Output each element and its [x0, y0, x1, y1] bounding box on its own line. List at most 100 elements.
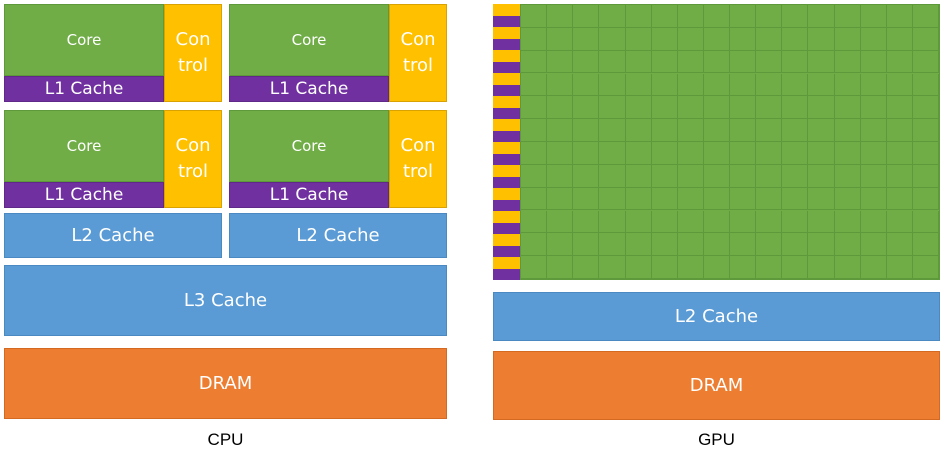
gpu-core-cell	[599, 256, 626, 279]
gpu-core-cell	[573, 187, 600, 211]
gpu-core-cell	[860, 5, 887, 28]
gpu-core-cell	[573, 5, 600, 28]
gpu-core-cell	[860, 73, 887, 97]
gpu-core-cell	[834, 164, 861, 188]
cpu-control-3: Con trol	[164, 110, 222, 208]
gpu-core-cell	[886, 187, 913, 211]
cpu-caption: CPU	[207, 430, 244, 449]
gpu-core-cell	[730, 142, 757, 165]
cpu-l3-cache: L3 Cache	[4, 265, 447, 336]
gpu-core-cell	[860, 256, 887, 279]
gpu-control-segment	[493, 257, 520, 269]
gpu-core-cell	[703, 50, 730, 74]
gpu-core-cell	[860, 187, 887, 211]
gpu-core-cell	[782, 210, 809, 234]
gpu-core-cell	[860, 210, 887, 234]
gpu-core-cell	[599, 233, 626, 257]
gpu-core-cell	[677, 233, 704, 257]
core-label: Core	[291, 137, 327, 155]
gpu-core-cell	[677, 256, 704, 279]
gpu-core-cell	[834, 119, 861, 142]
gpu-core-cell	[677, 210, 704, 234]
gpu-core-cell	[547, 27, 574, 51]
gpu-core-cell	[912, 119, 939, 142]
gpu-core-cell	[756, 233, 783, 257]
gpu-core-cell	[547, 73, 574, 97]
gpu-core-cell	[599, 5, 626, 28]
gpu-core-cell	[912, 5, 939, 28]
gpu-l1-cache-segment	[493, 130, 520, 142]
gpu-core-cell	[834, 73, 861, 97]
gpu-core-cell	[625, 233, 652, 257]
gpu-core-cell	[730, 73, 757, 97]
gpu-control-segment	[493, 73, 520, 85]
gpu-core-cell	[625, 187, 652, 211]
gpu-control-segment	[493, 165, 520, 177]
gpu-core-cell	[886, 96, 913, 120]
gpu-core-cell	[651, 5, 678, 28]
cpu-core-2: Core	[229, 4, 389, 76]
gpu-control-segment	[493, 188, 520, 200]
gpu-core-cell	[782, 50, 809, 74]
gpu-control-segment	[493, 211, 520, 223]
gpu-core-cell	[912, 233, 939, 257]
gpu-control-segment	[493, 50, 520, 62]
control-label: Con trol	[175, 29, 211, 76]
gpu-core-cell	[547, 187, 574, 211]
gpu-l1-cache-segment	[493, 153, 520, 165]
gpu-core-cell	[756, 210, 783, 234]
gpu-core-cell	[886, 164, 913, 188]
gpu-core-cell	[573, 233, 600, 257]
gpu-core-cell	[808, 233, 835, 257]
gpu-core-cell	[677, 164, 704, 188]
gpu-core-cell	[730, 233, 757, 257]
gpu-core-cell	[677, 73, 704, 97]
gpu-core-cell	[625, 210, 652, 234]
core-label: Core	[66, 31, 102, 49]
gpu-core-cell	[756, 164, 783, 188]
cpu-core-4: Core	[229, 110, 389, 182]
gpu-core-cell	[834, 142, 861, 165]
gpu-core-cell	[834, 233, 861, 257]
gpu-core-cell	[808, 210, 835, 234]
gpu-core-cell	[730, 50, 757, 74]
gpu-core-cell	[756, 142, 783, 165]
gpu-core-cell	[625, 27, 652, 51]
gpu-core-cell	[912, 210, 939, 234]
gpu-core-cell	[573, 119, 600, 142]
gpu-core-cell	[573, 256, 600, 279]
gpu-core-cell	[573, 50, 600, 74]
cpu-core-1: Core	[4, 4, 164, 76]
gpu-core-cell	[782, 256, 809, 279]
cpu-dram: DRAM	[4, 348, 447, 419]
gpu-core-cell	[834, 5, 861, 28]
gpu-core-cell	[756, 50, 783, 74]
gpu-core-cell	[730, 164, 757, 188]
gpu-core-cell	[599, 210, 626, 234]
gpu-l1-cache-segment	[493, 61, 520, 73]
gpu-core-cell	[912, 96, 939, 120]
gpu-core-cell	[808, 50, 835, 74]
cpu-control-2: Con trol	[389, 4, 447, 102]
gpu-core-cell	[886, 73, 913, 97]
gpu-core-cell	[730, 96, 757, 120]
gpu-control-segment	[493, 142, 520, 154]
gpu-control-segment	[493, 234, 520, 246]
gpu-core-cell	[677, 187, 704, 211]
gpu-core-cell	[521, 233, 548, 257]
gpu-control-cache-strip	[493, 4, 520, 280]
gpu-core-cell	[703, 233, 730, 257]
control-label: Con trol	[400, 29, 436, 76]
gpu-core-cell	[521, 96, 548, 120]
gpu-core-cell	[860, 119, 887, 142]
gpu-core-cell	[677, 119, 704, 142]
gpu-core-cell	[573, 73, 600, 97]
gpu-core-cell	[677, 50, 704, 74]
gpu-dram: DRAM	[493, 351, 940, 420]
gpu-core-cell	[703, 27, 730, 51]
gpu-core-cell	[703, 5, 730, 28]
l1-cache-label: L1 Cache	[269, 185, 349, 205]
gpu-core-cell	[573, 96, 600, 120]
l2-cache-label: L2 Cache	[296, 225, 380, 246]
gpu-core-cell	[886, 119, 913, 142]
